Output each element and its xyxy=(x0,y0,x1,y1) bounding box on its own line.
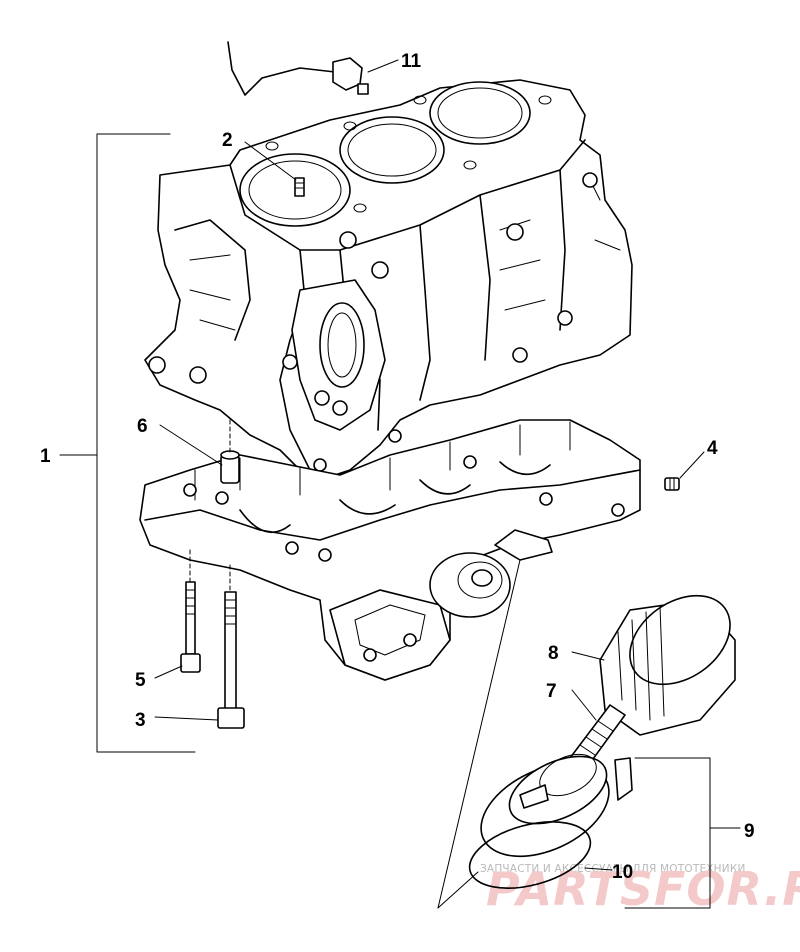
callout-4: 4 xyxy=(707,438,718,459)
callouts: 1 2 3 4 5 6 7 8 9 10 11 xyxy=(40,51,755,883)
callout-9: 9 xyxy=(744,821,755,842)
stud xyxy=(244,141,305,197)
plug xyxy=(664,451,705,491)
callout-1: 1 xyxy=(40,446,51,467)
callout-3: 3 xyxy=(135,710,146,731)
callout-5: 5 xyxy=(135,670,146,691)
dowel-pin xyxy=(159,419,240,484)
watermark-subtitle: ЗАПЧАСТИ И АКСЕССУАРЫ ДЛЯ МОТОТЕХНИКИ xyxy=(480,863,746,875)
callout-6: 6 xyxy=(137,416,148,437)
oil-cooler xyxy=(480,753,741,909)
cylinder-bore-2 xyxy=(339,116,445,184)
bracket-1 xyxy=(59,133,196,753)
callout-8: 8 xyxy=(548,643,559,664)
cylinder-block xyxy=(144,79,633,481)
callout-7: 7 xyxy=(546,681,557,702)
oil-filter xyxy=(571,594,736,736)
callout-2: 2 xyxy=(222,130,233,151)
o-ring xyxy=(468,821,613,889)
callout-11: 11 xyxy=(401,51,422,72)
bolt-long xyxy=(154,564,245,729)
watermark-brand: PARTSFOR.RU xyxy=(486,862,800,916)
watermark: ЗАПЧАСТИ И АКСЕССУАРЫ ДЛЯ МОТОТЕХНИКИ PA… xyxy=(480,862,800,916)
callout-10: 10 xyxy=(612,862,633,883)
leader-filter-assembly xyxy=(437,559,521,909)
knock-sensor xyxy=(227,41,399,96)
crankcase xyxy=(139,419,641,681)
bolt-short xyxy=(154,549,201,679)
cylinder-bore-3 xyxy=(429,81,531,145)
